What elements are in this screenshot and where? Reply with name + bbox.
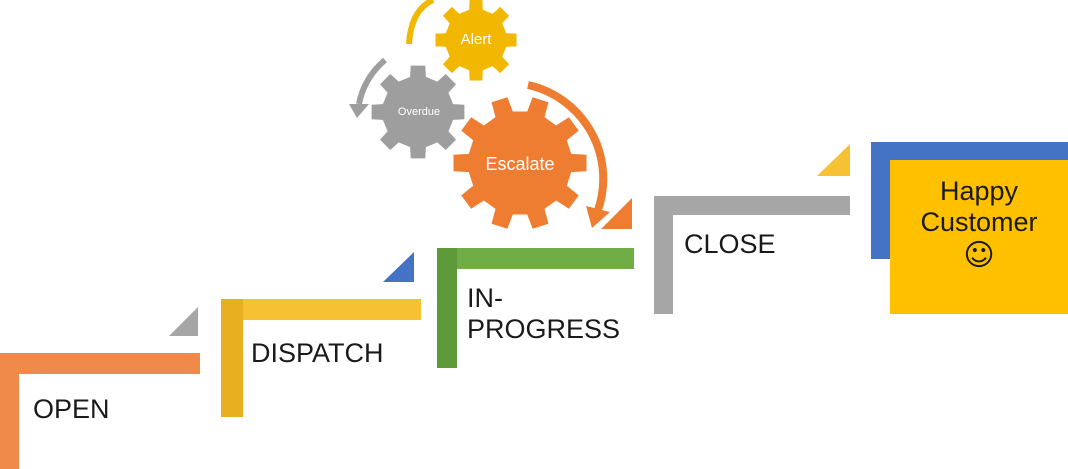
close-step-label: CLOSE <box>684 229 776 259</box>
happy-customer-box <box>890 160 1068 314</box>
happy-line-2: Customer <box>920 207 1038 238</box>
alert-gear-label: Alert <box>460 31 492 48</box>
dispatch-step-label: DISPATCH <box>251 338 384 368</box>
gray-triangle-accent <box>169 307 198 336</box>
yellow-triangle-accent <box>817 144 850 176</box>
dispatch-step-top-bar <box>221 299 421 320</box>
in-progress-step-left-bar <box>437 248 457 368</box>
orange-triangle-accent <box>601 198 632 229</box>
overdue-arc-arrow <box>356 57 387 105</box>
happy-step-top-bar <box>871 142 1068 160</box>
escalate-gear-label: Escalate <box>485 154 555 174</box>
alert-arc-arrow <box>406 0 435 45</box>
happy-step-left-bar <box>871 142 890 259</box>
escalate-arrowhead <box>586 206 610 228</box>
open-step-label: OPEN <box>33 394 110 424</box>
happy-customer-text: Happy Customer ☺ <box>890 160 1068 314</box>
escalate-arc-arrow <box>527 81 608 212</box>
overdue-arrowhead <box>349 104 369 118</box>
in-progress-step-label: IN- PROGRESS <box>467 283 621 345</box>
blue-triangle-accent <box>383 252 414 282</box>
open-step-left-bar <box>0 353 19 469</box>
open-step-top-bar <box>0 353 200 374</box>
overdue-gear-label: Overdue <box>397 106 441 118</box>
happy-line-1: Happy <box>939 176 1019 206</box>
smiley-icon: ☺ <box>963 237 995 273</box>
overdue-gear-icon <box>371 65 465 159</box>
close-step-left-bar <box>654 196 673 314</box>
in-progress-step-top-bar <box>437 248 634 269</box>
escalate-gear-icon <box>453 97 587 229</box>
dispatch-step-left-bar <box>221 299 243 417</box>
close-step-top-bar <box>654 196 850 215</box>
alert-gear-icon <box>435 0 517 81</box>
